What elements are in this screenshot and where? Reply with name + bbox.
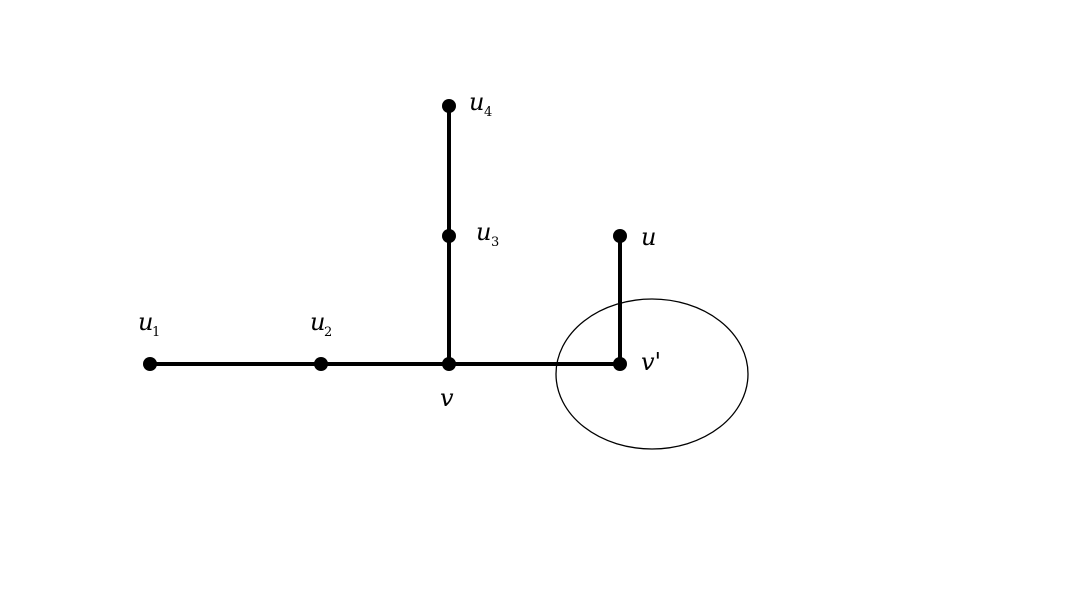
label-u3-name: u [476,218,491,246]
label-u2: u 2 [310,308,332,340]
label-u1-name: u [138,308,153,336]
label-u2-sub: 2 [324,325,332,340]
label-v-name: v [440,384,454,412]
node-u1 [143,357,157,371]
label-u2-name: u [310,308,325,336]
label-u: u [641,223,656,251]
node-u3 [442,229,456,243]
label-u3-sub: 3 [491,235,499,250]
label-u3: u 3 [476,218,499,250]
node-u [613,229,627,243]
label-u1: u 1 [138,308,160,340]
label-u4-sub: 4 [484,105,492,120]
highlight-ellipse [555,298,749,450]
node-u4 [442,99,456,113]
label-u4-name: u [469,88,484,116]
label-v-prime-name: v' [641,348,661,376]
label-u1-sub: 1 [152,325,160,340]
node-v-prime [613,357,627,371]
label-u4: u 4 [469,88,492,120]
label-u-name: u [641,223,656,251]
label-v: v [440,384,454,412]
node-u2 [314,357,328,371]
label-v-prime: v' [641,348,661,376]
node-v [442,357,456,371]
